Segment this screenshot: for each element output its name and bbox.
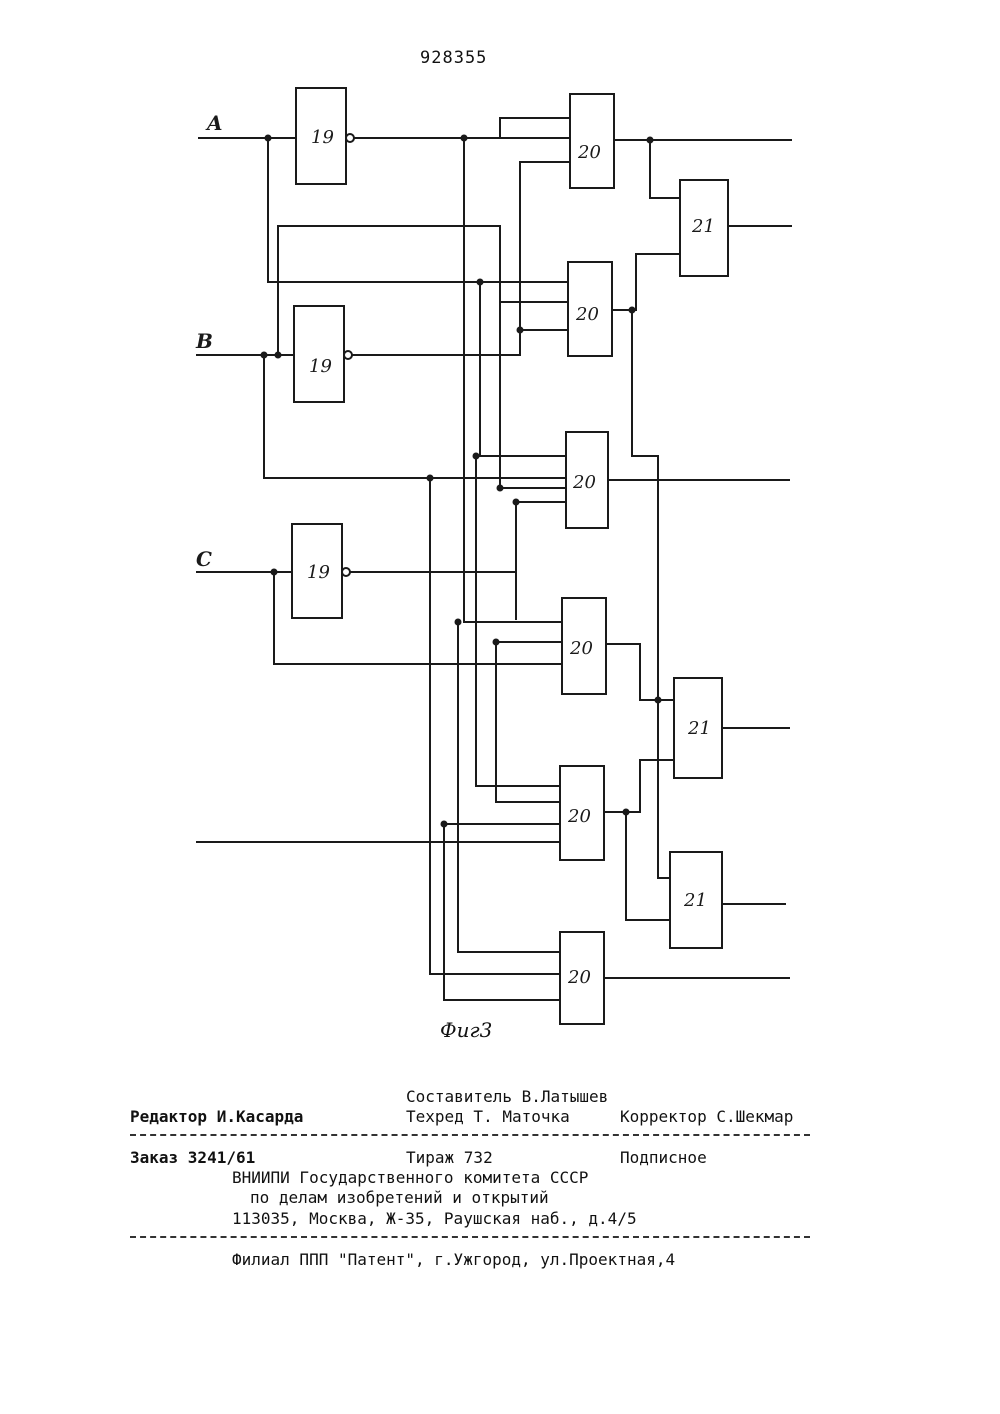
corrector-line: Корректор С.Шекмар <box>620 1107 793 1126</box>
org-line-2: по делам изобретений и открытий <box>250 1188 549 1207</box>
and-gate-block-5: 20 <box>560 766 604 860</box>
block-label: 21 <box>683 890 707 911</box>
inverter-block-c: 19 <box>292 524 350 618</box>
techred-line: Техред Т. Маточка <box>406 1107 570 1126</box>
or-gate-block-3: 21 <box>670 852 722 948</box>
org-line-1: ВНИИПИ Государственного комитета СССР <box>232 1168 588 1187</box>
or-gate-block-1: 21 <box>680 180 728 276</box>
order-line: Заказ 3241/61 <box>130 1148 255 1167</box>
inverter-block-a: 19 <box>296 88 354 184</box>
inverter-block-b: 19 <box>294 306 352 402</box>
and-gate-block-1: 20 <box>570 94 614 188</box>
and-gate-block-3: 20 <box>566 432 608 528</box>
block-label: 19 <box>311 127 334 148</box>
block-label: 21 <box>687 718 711 739</box>
input-label-b: B <box>195 329 213 353</box>
logic-circuit-diagram: A B C 19 19 19 20 20 20 20 20 20 <box>0 0 1000 1050</box>
input-label-a: A <box>205 111 223 135</box>
block-label: 21 <box>691 216 715 237</box>
and-gate-block-6: 20 <box>560 932 604 1024</box>
branch-line: Филиал ППП "Патент", г.Ужгород, ул.Проек… <box>232 1250 675 1269</box>
and-gate-block-4: 20 <box>562 598 606 694</box>
block-label: 19 <box>309 356 332 377</box>
editor-line: Редактор И.Касарда <box>130 1107 303 1126</box>
org-line-3: 113035, Москва, Ж-35, Раушская наб., д.4… <box>232 1209 637 1228</box>
subscription-line: Подписное <box>620 1148 707 1167</box>
block-label: 20 <box>577 142 601 163</box>
divider-bottom <box>130 1236 810 1238</box>
or-gate-block-2: 21 <box>674 678 722 778</box>
block-label: 20 <box>569 638 593 659</box>
divider-top <box>130 1134 810 1136</box>
and-gate-block-2: 20 <box>568 262 612 356</box>
block-label: 20 <box>575 304 599 325</box>
block-label: 20 <box>572 472 596 493</box>
figure-caption: Фиг3 <box>440 1018 492 1042</box>
block-label: 20 <box>567 967 591 988</box>
block-label: 19 <box>307 562 330 583</box>
input-label-c: C <box>196 547 212 571</box>
composer-line: Составитель В.Латышев <box>406 1087 608 1106</box>
block-label: 20 <box>567 806 591 827</box>
circulation-line: Тираж 732 <box>406 1148 493 1167</box>
